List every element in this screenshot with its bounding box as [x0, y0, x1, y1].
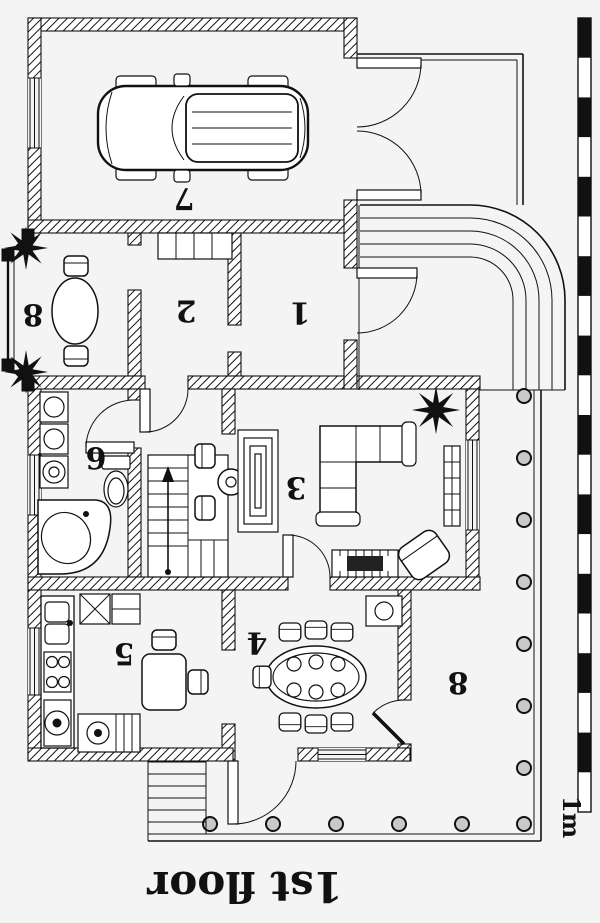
window-dining-south — [317, 748, 367, 761]
room-label-garage: 7 — [174, 181, 195, 216]
living-furniture — [315, 385, 461, 581]
room-label-bathroom: 6 — [86, 440, 107, 475]
hall-door — [139, 388, 189, 433]
cupboards — [79, 593, 141, 625]
dining-terrace-door — [371, 699, 406, 746]
staircase — [147, 454, 229, 578]
kitchen-table — [141, 653, 187, 711]
wardrobe — [157, 232, 233, 260]
vestibule-door — [356, 267, 418, 334]
sideboard — [365, 595, 403, 627]
garden-steps — [147, 761, 207, 834]
stove — [43, 651, 72, 693]
window-garage — [28, 77, 41, 149]
kitchen-fixtures — [40, 593, 209, 753]
bay-table — [51, 277, 99, 345]
kitchen-sink — [44, 601, 73, 645]
decor-star-icon — [4, 226, 48, 270]
dining-chair — [330, 712, 354, 732]
room-label-terrace: 8 — [448, 665, 469, 700]
windows — [28, 77, 479, 761]
entry-porch — [357, 53, 524, 205]
fireplace — [331, 549, 399, 578]
car — [96, 73, 310, 183]
plan-title: 1st floor — [146, 862, 342, 911]
plates — [286, 654, 346, 700]
room-label-dining-room: 4 — [247, 625, 268, 660]
dining-chair — [304, 620, 328, 640]
bay-terrace — [1, 226, 99, 394]
toilet — [101, 455, 131, 508]
living-dining-door — [282, 534, 331, 578]
terrace — [147, 388, 542, 842]
bay-chair — [63, 255, 89, 277]
room-label-bay-terrace: 8 — [23, 297, 44, 332]
room-label-kitchen: 5 — [114, 636, 135, 671]
scale-label: 1m — [557, 796, 586, 838]
dining-chair — [330, 622, 354, 642]
columns — [202, 388, 532, 832]
dining-chair — [278, 712, 302, 732]
bathroom-door — [85, 399, 135, 454]
kitchen-chair — [187, 669, 209, 695]
room-label-living-room: 3 — [286, 470, 307, 505]
scale-bar: 1m — [557, 17, 592, 838]
fridge-bench — [77, 713, 141, 753]
dining-chair — [304, 714, 328, 734]
washer — [43, 699, 72, 747]
window-living — [466, 439, 479, 531]
decor-star-icon — [411, 385, 461, 435]
window-kitchen — [28, 627, 41, 696]
radiator — [443, 445, 461, 527]
corner-sofa — [315, 421, 417, 527]
hall-sitting-corner — [194, 429, 279, 533]
shelf-unit — [237, 429, 279, 533]
dining-chair — [278, 622, 302, 642]
doors — [85, 57, 422, 825]
room-label-vestibule: 1 — [290, 295, 311, 330]
dining-chair — [252, 665, 272, 689]
dining-furniture — [252, 595, 403, 734]
decor-star-icon — [4, 350, 48, 394]
outdoor-stairs — [358, 204, 566, 391]
bathtub — [37, 499, 112, 575]
room-label-hall: 2 — [176, 293, 197, 328]
room-labels: 1 2 3 4 5 6 7 8 8 — [23, 181, 469, 700]
kitchen-chair — [151, 629, 177, 651]
entry-double-door — [356, 57, 422, 201]
armchair — [397, 529, 451, 581]
back-door — [227, 760, 297, 825]
bathroom-fixtures — [37, 391, 131, 575]
bay-chair — [63, 345, 89, 367]
